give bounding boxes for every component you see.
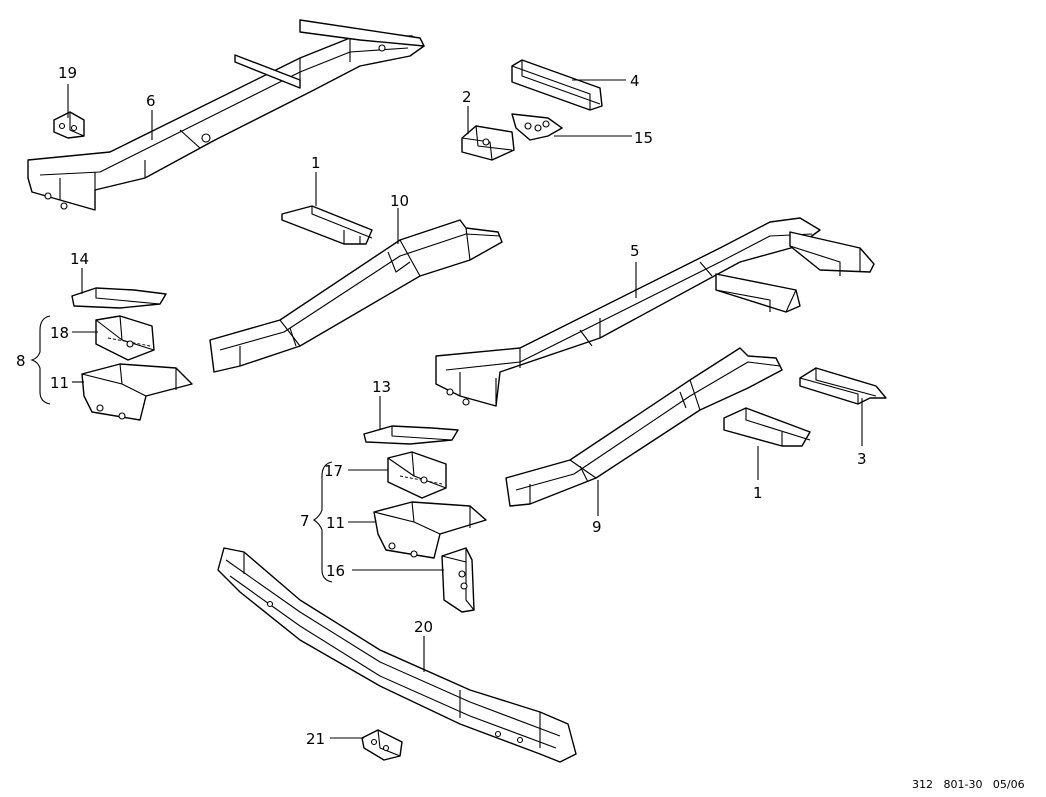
callout-17: 17 — [324, 462, 343, 480]
part-6-left-frame-rail — [27, 19, 425, 211]
part-19-bracket — [53, 111, 85, 139]
callout-19: 19 — [58, 64, 77, 82]
part-10-frame-rail — [209, 219, 503, 373]
part-14-plate — [71, 287, 167, 309]
part-2-mounting-bracket — [461, 125, 515, 161]
callout-10: 10 — [390, 192, 409, 210]
callout-11-center: 11 — [326, 514, 345, 532]
leader-lines — [67, 79, 863, 739]
callout-5: 5 — [630, 242, 640, 260]
callout-21: 21 — [306, 730, 325, 748]
callout-16: 16 — [326, 562, 345, 580]
callout-7: 7 — [300, 512, 310, 530]
callout-9: 9 — [592, 518, 602, 536]
part-3-reinforcement — [799, 367, 887, 405]
part-21-bracket — [361, 729, 403, 761]
callout-1-lower: 1 — [753, 484, 763, 502]
part-11-bracket-left — [81, 363, 193, 421]
callout-2: 2 — [462, 88, 472, 106]
callout-6: 6 — [146, 92, 156, 110]
callout-14: 14 — [70, 250, 89, 268]
part-16-bracket — [441, 547, 475, 613]
drawing-reference-number: 312 801-30 05/06 — [912, 778, 1025, 791]
callout-13: 13 — [372, 378, 391, 396]
bracket-7 — [313, 461, 333, 583]
bracket-8 — [30, 315, 51, 405]
callout-3: 3 — [857, 450, 867, 468]
part-9-frame-rail — [505, 347, 783, 507]
callout-18: 18 — [50, 324, 69, 342]
part-1-crossmember-lower — [723, 407, 811, 447]
callout-20: 20 — [414, 618, 433, 636]
part-13-plate — [363, 425, 459, 445]
callout-8: 8 — [16, 352, 26, 370]
part-11-bracket-center — [373, 501, 487, 559]
part-15-bracket — [511, 113, 563, 141]
part-4-reinforcement — [511, 59, 603, 111]
callout-15: 15 — [634, 129, 653, 147]
part-18-bracket — [95, 315, 155, 361]
callout-4: 4 — [630, 72, 640, 90]
part-5-frame-rail-assembly — [435, 217, 875, 407]
callout-labels: 19 6 2 4 15 1 10 5 14 18 8 11 13 17 7 11… — [16, 64, 867, 748]
part-1-crossmember-upper — [281, 205, 373, 245]
part-17-bracket — [387, 451, 447, 499]
callout-1-upper: 1 — [311, 154, 321, 172]
callout-11-left: 11 — [50, 374, 69, 392]
part-20-cross-beam — [217, 547, 577, 763]
